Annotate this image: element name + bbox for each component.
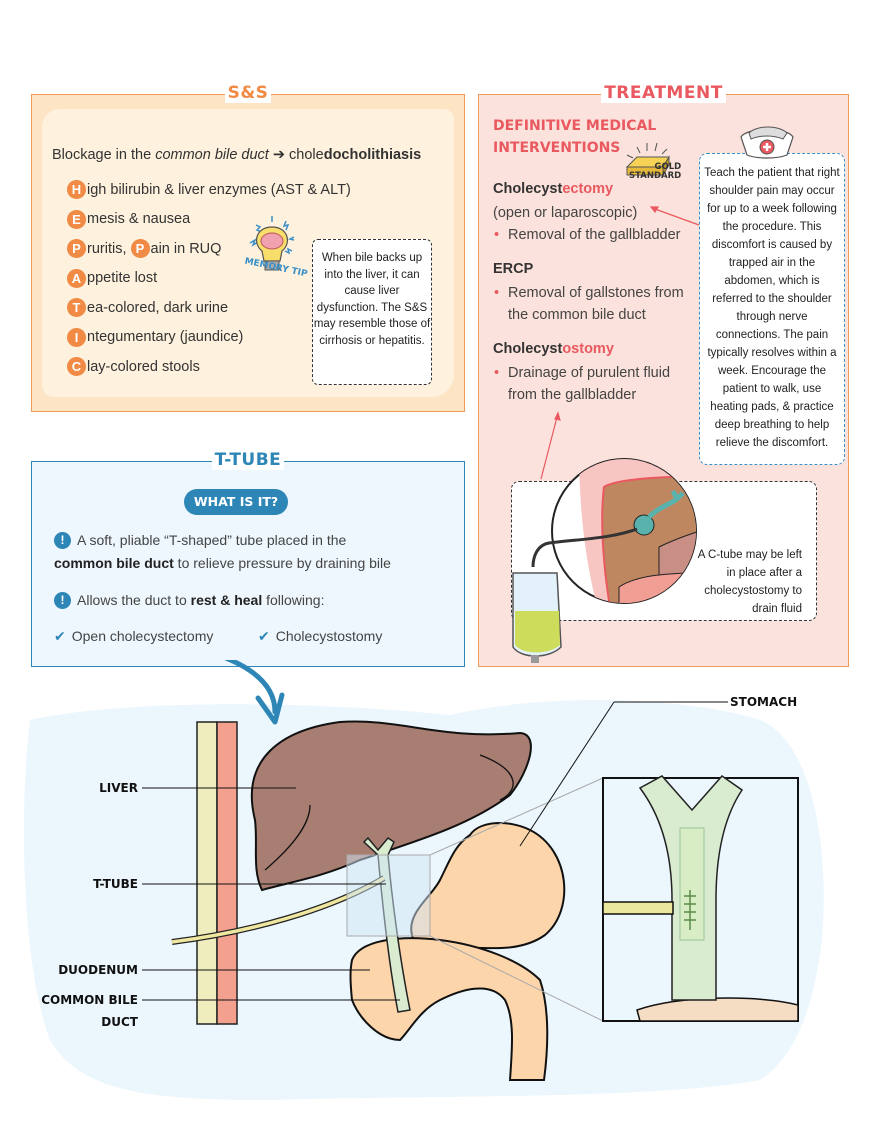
- letter-badge: P: [130, 239, 150, 259]
- t-tube-indication-2: ✔Cholecystostomy: [258, 628, 383, 644]
- pointer-arrow-head: [255, 692, 285, 725]
- cholecystectomy-heading: Cholecystectomy: [493, 181, 614, 197]
- letter-badge: T: [67, 298, 86, 318]
- ss-intro: Blockage in the common bile duct ➔ chole…: [52, 147, 422, 163]
- label-stomach: STOMACH: [730, 695, 798, 709]
- lightbulb-brain-icon: [249, 216, 295, 271]
- ercp-bullet: Removal of gallstones from the common bi…: [493, 282, 698, 326]
- gold-bar-icon: [625, 142, 670, 177]
- nurse-cap-icon: [740, 126, 794, 159]
- label-duodenum: DUODENUM: [58, 963, 138, 977]
- t-tube-indication-1: ✔Open cholecystectomy: [54, 628, 214, 644]
- t-tube-definition-line-1: !A soft, pliable “T-shaped” tube placed …: [54, 528, 346, 552]
- t-tube-title: T-TUBE: [32, 448, 464, 472]
- zoom-region: [346, 854, 431, 937]
- checkmark-icon: ✔: [54, 628, 66, 644]
- definitive-interventions-heading: DEFINITIVE MEDICAL INTERVENTIONS: [493, 118, 657, 156]
- liver-shape: [250, 720, 532, 892]
- bile-backup-note: When bile backs up into the liver, it ca…: [312, 239, 432, 385]
- spine-bar-red: [216, 721, 238, 1025]
- cholecystostomy-heading: Cholecystostomy: [493, 341, 614, 357]
- checkmark-icon: ✔: [258, 628, 270, 644]
- label-liver: LIVER: [99, 781, 138, 795]
- letter-badge: P: [67, 239, 86, 259]
- t-tube-definition-line-2: common bile duct to relieve pressure by …: [54, 555, 391, 571]
- treatment-panel: TREATMENT DEFINITIVE MEDICAL INTERVENTIO…: [478, 83, 849, 667]
- shoulder-pain-teaching-note: Teach the patient that right shoulder pa…: [699, 153, 845, 465]
- cholecystostomy-illustration: [512, 458, 697, 663]
- what-is-it-pill: WHAT IS IT?: [184, 489, 288, 515]
- letter-badge: A: [67, 268, 86, 288]
- t-tube-purpose: !Allows the duct to rest & heal followin…: [54, 588, 324, 612]
- letter-badge: H: [67, 180, 86, 200]
- cholecystectomy-bullet: Removal of the gallbladder: [493, 224, 698, 246]
- treatment-title: TREATMENT: [479, 81, 848, 105]
- ctube-note: A C-tube may be left in place after a ch…: [697, 549, 802, 615]
- letter-badge: C: [67, 357, 86, 377]
- letter-badge: E: [67, 209, 86, 229]
- signs-symptoms-panel: S&S Blockage in the common bile duct ➔ c…: [31, 83, 465, 412]
- t-tube-panel: T-TUBE WHAT IS IT? !A soft, pliable “T-s…: [31, 450, 465, 667]
- cholecystostomy-bullet: Drainage of purulent fluid from the gall…: [493, 362, 698, 406]
- arrow-icon: ➔: [272, 147, 286, 163]
- exclamation-icon: !: [54, 531, 71, 549]
- cholecystectomy-subtitle: (open or laparoscopic): [493, 205, 638, 221]
- letter-badge: I: [67, 327, 86, 347]
- exclamation-icon: !: [54, 591, 71, 609]
- signs-symptoms-title: S&S: [32, 81, 464, 105]
- anatomy-illustration: [24, 660, 824, 1100]
- ercp-heading: ERCP: [493, 261, 534, 277]
- label-t-tube: T-TUBE: [93, 877, 138, 891]
- spine-bar-yellow: [196, 721, 218, 1025]
- pointer-arrow: [223, 660, 278, 715]
